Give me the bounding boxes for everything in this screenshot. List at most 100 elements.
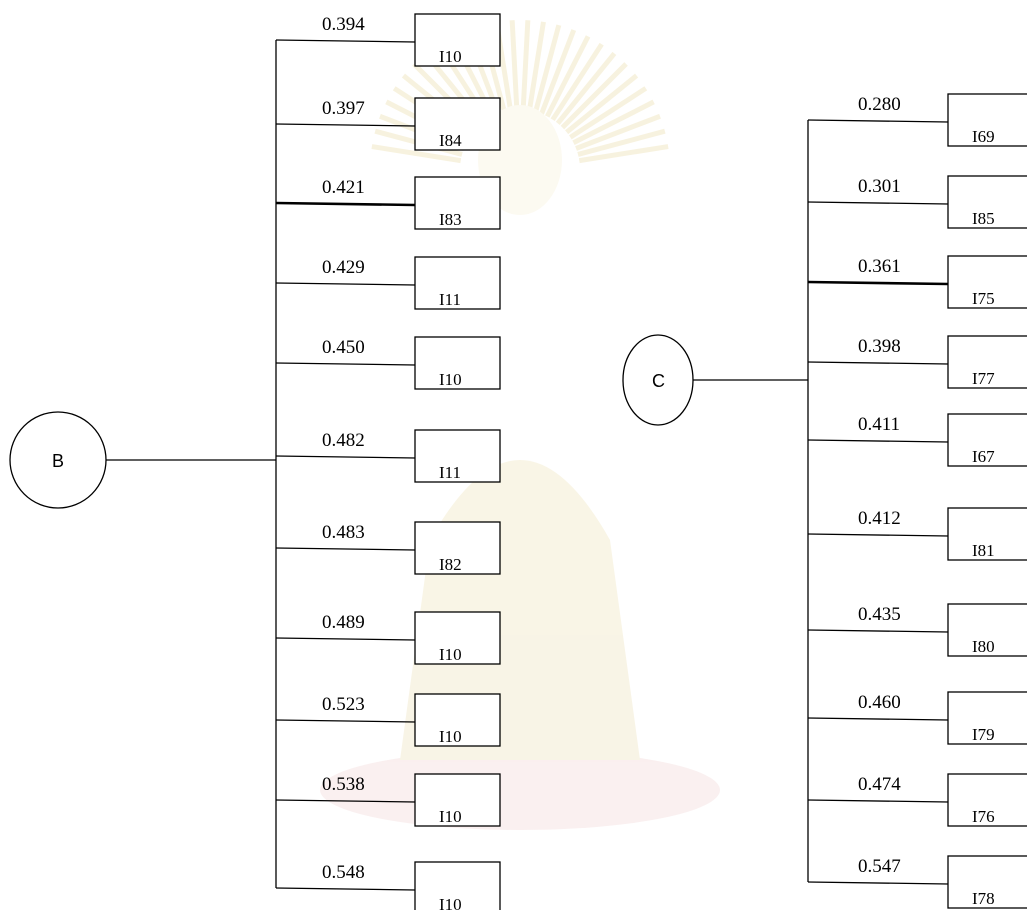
branch-value: 0.397 [322, 98, 365, 119]
leaf-label: I81 [972, 541, 995, 560]
leaf-label: I10 [439, 645, 462, 664]
branch-value: 0.523 [322, 694, 365, 715]
branch-value: 0.421 [322, 177, 365, 198]
leaf-label: I10 [439, 727, 462, 746]
leaf-label: I84 [439, 131, 462, 150]
leaf-box [414, 176, 501, 230]
leaf-box [414, 693, 501, 747]
branch-value: 0.450 [322, 337, 365, 358]
leaf-label: I10 [439, 47, 462, 66]
root-node-label: C [652, 371, 665, 391]
branch-line [807, 717, 949, 721]
branch-value: 0.412 [858, 508, 901, 529]
leaf-box [947, 255, 1027, 309]
branch-value: 0.489 [322, 612, 365, 633]
branch-value: 0.482 [322, 430, 365, 451]
leaf-box [947, 691, 1027, 745]
leaf-label: I79 [972, 725, 995, 744]
branch-value: 0.429 [322, 257, 365, 278]
leaf-box [414, 97, 501, 151]
branch-line [807, 629, 949, 633]
leaf-box [414, 521, 501, 575]
leaf-label: I11 [439, 463, 461, 482]
branch-line [807, 439, 949, 443]
leaf-box [947, 175, 1027, 229]
leaf-label: I69 [972, 127, 995, 146]
leaf-box [414, 429, 501, 483]
root-node-label: B [52, 451, 64, 471]
leaf-box [414, 256, 501, 310]
leaf-box [414, 13, 501, 67]
branch-value: 0.548 [322, 862, 365, 883]
leaf-box [414, 336, 501, 390]
leaf-label: I67 [972, 447, 995, 466]
branch-line [807, 119, 949, 123]
branch-line [275, 123, 416, 127]
leaf-label: I10 [439, 895, 462, 910]
branch-line [807, 881, 949, 885]
leaf-label: I10 [439, 370, 462, 389]
branch-value: 0.301 [858, 176, 901, 197]
branch-line [275, 455, 416, 459]
leaf-box [947, 413, 1027, 467]
branch-line [807, 533, 949, 537]
branch-value: 0.394 [322, 14, 365, 35]
branch-value: 0.411 [858, 414, 900, 435]
branch-value: 0.547 [858, 856, 901, 877]
leaf-box [947, 603, 1027, 657]
branch-line [275, 799, 416, 803]
branch-line [275, 282, 416, 286]
branch-value: 0.280 [858, 94, 901, 115]
leaf-box [947, 773, 1027, 827]
leaf-box [414, 773, 501, 827]
branch-value: 0.398 [858, 336, 901, 357]
branch-line [275, 887, 416, 891]
leaf-box [947, 335, 1027, 389]
branch-line [807, 799, 949, 803]
branch-value: 0.538 [322, 774, 365, 795]
branch-line [275, 362, 416, 366]
leaf-label: I80 [972, 637, 995, 656]
branch-line [275, 719, 416, 723]
leaf-label: I85 [972, 209, 995, 228]
branch-line [275, 547, 416, 551]
leaf-box [947, 855, 1027, 909]
leaf-label: I11 [439, 290, 461, 309]
leaf-label: I82 [439, 555, 462, 574]
branch-value: 0.361 [858, 256, 901, 277]
leaf-label: I75 [972, 289, 995, 308]
leaf-label: I83 [439, 210, 462, 229]
branch-value: 0.474 [858, 774, 901, 795]
branch-value: 0.460 [858, 692, 901, 713]
branch-line [275, 39, 416, 43]
tree-c: C0.280I690.301I850.361I750.398I770.411I6… [622, 93, 1027, 909]
branch-line [275, 201, 416, 207]
branch-value: 0.435 [858, 604, 901, 625]
branch-line [807, 280, 949, 286]
branch-line [275, 637, 416, 641]
leaf-label: I10 [439, 807, 462, 826]
leaf-label: I76 [972, 807, 995, 826]
